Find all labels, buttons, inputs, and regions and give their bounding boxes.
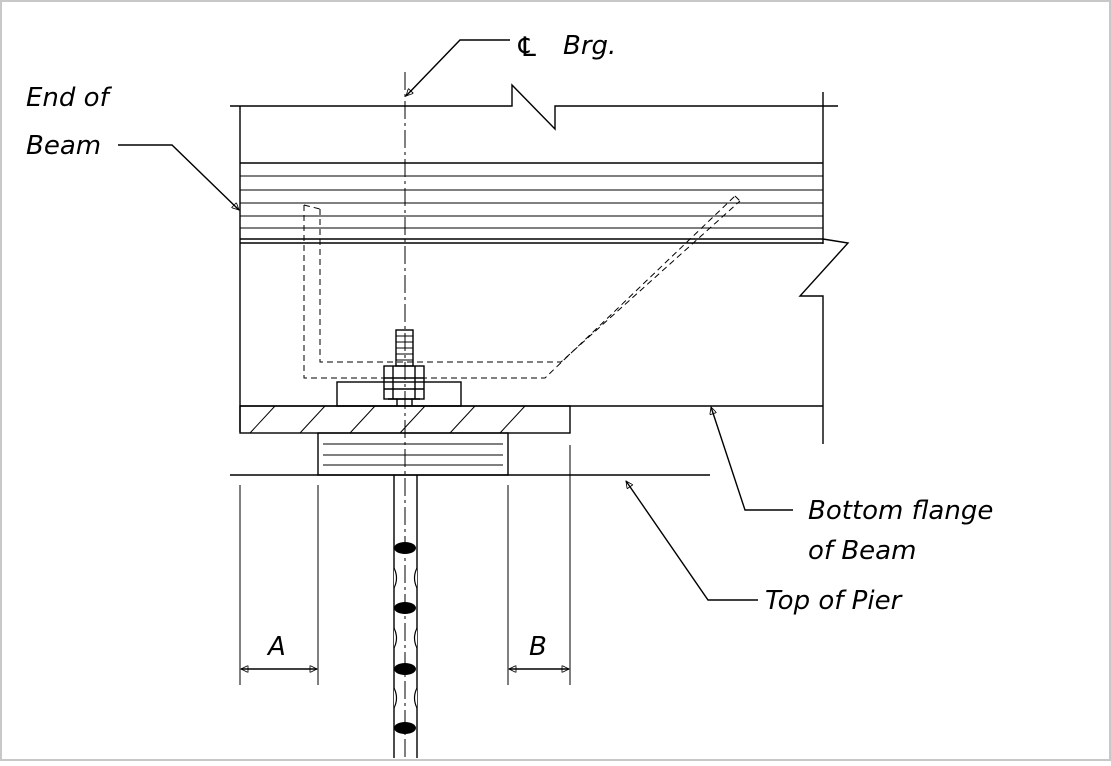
bottom-flange-label-2: of Beam: [808, 536, 916, 566]
leader-bottom-flange: [711, 407, 793, 511]
bearing-pad: [317, 432, 509, 476]
hidden-anchor-bar: [303, 195, 741, 379]
end-of-beam-label-2: Beam: [26, 131, 101, 161]
washer-plate: [336, 381, 462, 407]
beam-web-break: [798, 238, 850, 444]
leader-top-of-pier: [625, 481, 758, 601]
beam: [230, 83, 850, 444]
cl-symbol: ℄: [515, 32, 539, 63]
leader-end-of-beam: [118, 144, 239, 210]
cl-brg-label: Brg.: [563, 31, 616, 61]
dim-b-label: B: [529, 632, 547, 662]
end-of-beam-label-1: End of: [26, 83, 113, 113]
dim-a-label: A: [266, 632, 286, 662]
bottom-flange-label-1: Bottom flange: [808, 496, 993, 526]
dimension-lines: [239, 445, 571, 685]
anchor-rod: [393, 475, 418, 758]
beam-top-line-with-break: [230, 83, 838, 131]
leader-cl-brg: [406, 39, 510, 96]
anchor-nut: [383, 365, 425, 400]
top-of-pier-label: Top of Pier: [765, 586, 904, 616]
prestress-strands: [240, 175, 823, 229]
